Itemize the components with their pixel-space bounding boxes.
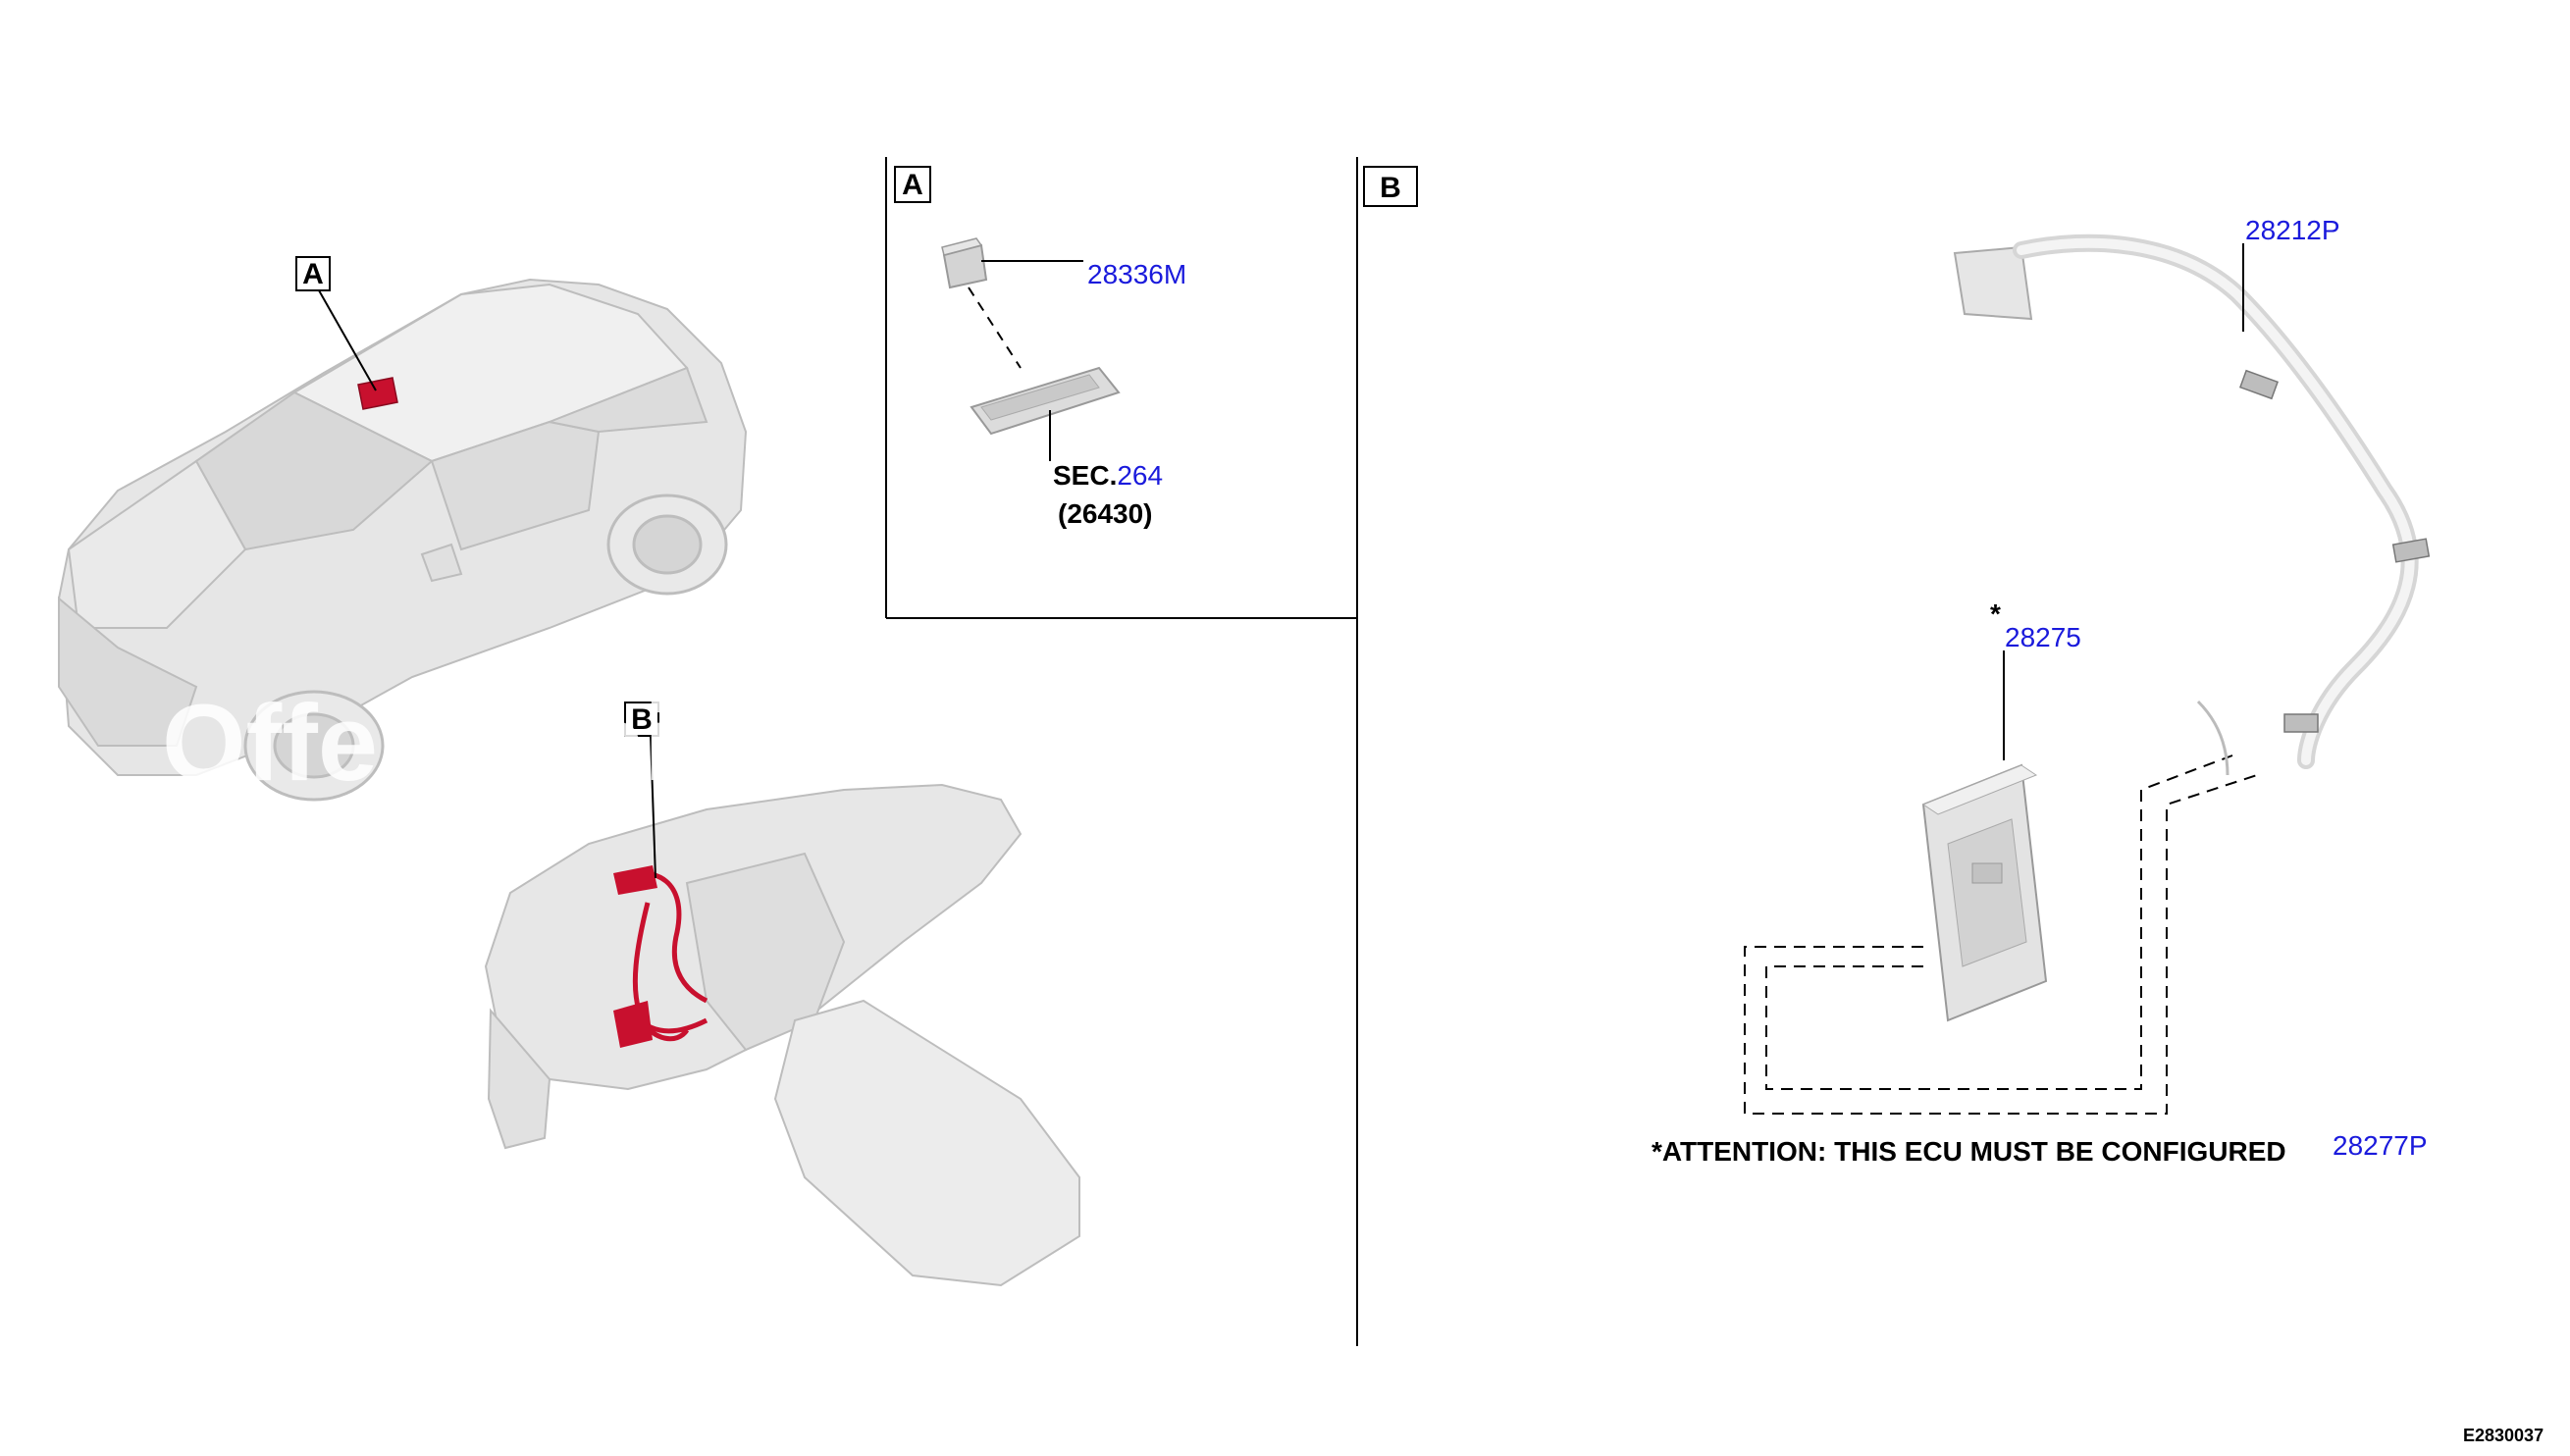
roof-module-highlight xyxy=(357,377,398,410)
svg-text:(26430): (26430) xyxy=(1058,498,1153,529)
svg-text:28275: 28275 xyxy=(2005,622,2081,652)
svg-text:A: A xyxy=(302,258,324,290)
svg-text:28277P: 28277P xyxy=(2333,1130,2428,1161)
svg-text:B: B xyxy=(1380,172,1401,204)
vehicle-callout-b: B xyxy=(624,702,659,879)
detail-b-panel: B 28212P * 28275 * xyxy=(1363,166,2431,1167)
harness-28277p-dashed xyxy=(1744,754,2258,1115)
ecu-module-28275 xyxy=(1921,763,2048,1022)
dashboard-illustration xyxy=(484,783,1080,1287)
sensor-module-28336m xyxy=(941,237,988,289)
vehicle-illustration xyxy=(57,278,748,802)
antenna-cable-28212p xyxy=(1953,234,2431,769)
vehicle-callout-a: A xyxy=(295,256,377,391)
svg-text:28212P: 28212P xyxy=(2245,215,2340,245)
svg-text:A: A xyxy=(902,169,923,201)
detail-a-panel: A 28336M SEC.264 (26430) xyxy=(894,166,1186,529)
frame-lines xyxy=(885,157,1358,1346)
diagram-code: E2830037 xyxy=(2463,1426,2544,1445)
svg-text:28336M: 28336M xyxy=(1087,259,1186,289)
svg-text:*: * xyxy=(1990,598,2001,629)
sec-reference: SEC.264 xyxy=(1053,460,1163,491)
watermark: Offer Assistant A xyxy=(162,683,1035,804)
attention-note: *ATTENTION: THIS ECU MUST BE CONFIGURED xyxy=(1652,1136,2286,1167)
overhead-console-unit xyxy=(970,366,1121,436)
svg-text:B: B xyxy=(631,703,653,736)
